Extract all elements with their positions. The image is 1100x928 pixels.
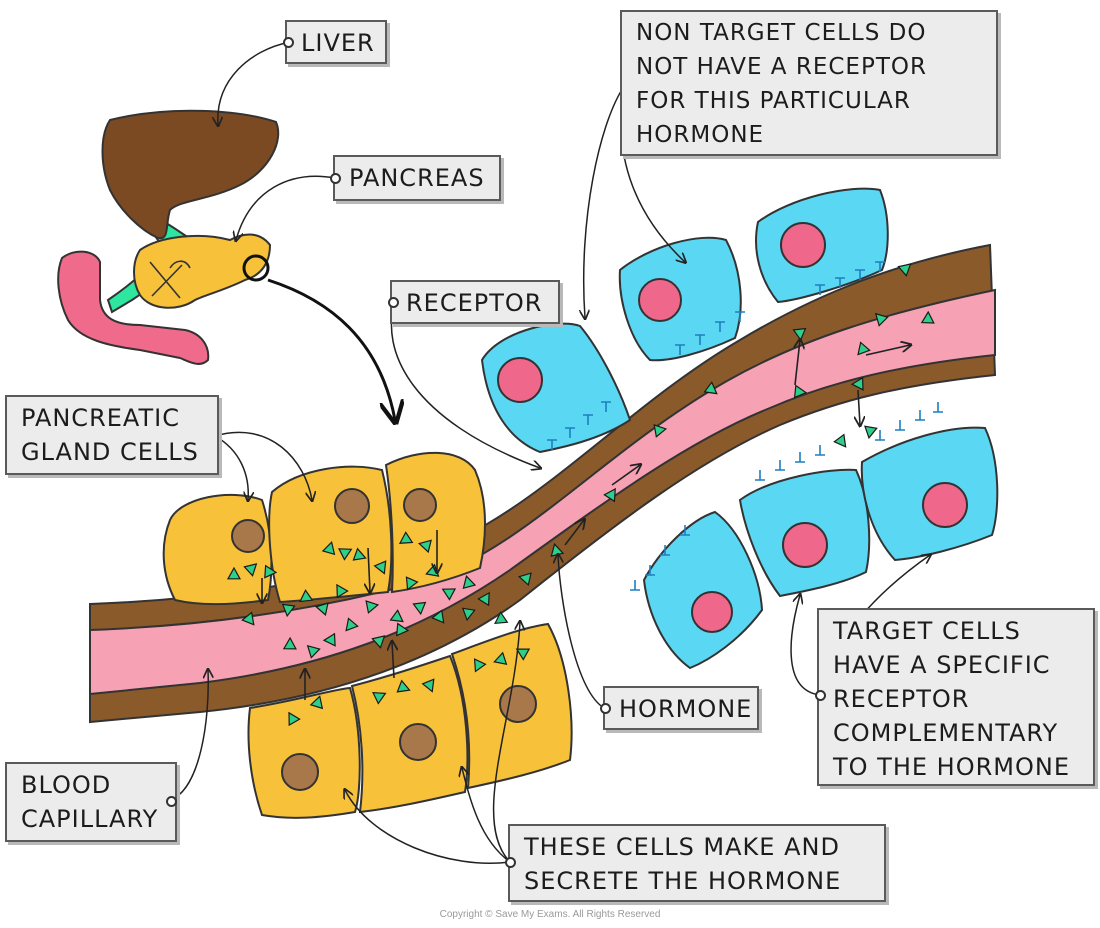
label-pancreas: PANCREAS [333, 155, 501, 201]
hormone-molecule [494, 611, 509, 625]
hormone-molecule [920, 310, 935, 324]
hormone-molecule [282, 636, 297, 650]
hormone-molecule [226, 566, 242, 580]
hormone-movement-arrows [262, 340, 910, 700]
hormone-molecule [264, 564, 278, 579]
hormone-molecule [396, 622, 410, 637]
hormone-molecule [603, 487, 616, 503]
hormone-molecule [793, 384, 808, 399]
hormone-molecule [462, 575, 477, 590]
hormone-molecule [398, 531, 414, 544]
hormone-molecule [517, 572, 532, 587]
hormone-molecule [365, 600, 380, 614]
hormone-molecule [897, 263, 912, 277]
pancreas [133, 233, 272, 309]
label-receptor: RECEPTOR [390, 280, 560, 324]
hormone-molecule [461, 607, 476, 622]
hormone-molecule [833, 433, 847, 448]
label-liver-pin [283, 37, 294, 48]
hormone-molecule [338, 548, 353, 561]
label-pancreas-pin [330, 173, 341, 184]
hormone-molecule [703, 381, 718, 395]
hormone-molecule [441, 588, 457, 601]
hormone-molecule [336, 583, 349, 599]
gland-cells-top [162, 451, 486, 606]
label-pancreatic-gland-cells: PANCREATIC GLAND CELLS [5, 395, 219, 475]
hormone-molecule [431, 609, 445, 624]
hormone-molecule [243, 563, 258, 577]
hormone-molecule [306, 644, 321, 659]
hormone-molecule [473, 658, 487, 673]
label-these-cells: THESE CELLS MAKE AND SECRETE THE HORMONE [508, 824, 886, 902]
hormone-molecule [345, 617, 359, 632]
hormone-molecule [389, 609, 404, 623]
label-target-cells: TARGET CELLS HAVE A SPECIFIC RECEPTOR CO… [817, 608, 1095, 786]
label-hormone: HORMONE [603, 686, 759, 730]
hormone-molecule [373, 560, 387, 575]
label-blood-capillary-pin [166, 796, 177, 807]
label-target-cells-pin [815, 690, 826, 701]
magnify-circle [242, 254, 270, 282]
organ-group [57, 109, 395, 420]
hormone-molecule [850, 376, 864, 391]
target-cells-bottom [642, 426, 999, 670]
label-receptor-pin [388, 297, 399, 308]
hormone-molecule [372, 692, 387, 705]
hormone-molecule [241, 611, 255, 626]
hormone-molecule [792, 327, 807, 342]
liver [101, 109, 280, 240]
label-hormone-pin [600, 703, 611, 714]
hormone-molecule [314, 602, 329, 616]
label-blood-capillary: BLOOD CAPILLARY [5, 762, 177, 842]
hormone-molecule [396, 679, 411, 693]
zoom-arrow [267, 278, 395, 420]
hormone-molecules [226, 263, 935, 727]
target-cells-top [480, 187, 889, 454]
hormone-molecule [874, 312, 889, 327]
copyright-notice: Copyright © Save My Exams. All Rights Re… [439, 909, 661, 920]
receptors [547, 261, 943, 591]
label-liver: LIVER [285, 20, 387, 64]
hormone-molecule [515, 648, 531, 661]
hormone-molecule [371, 635, 386, 649]
hormone-molecule [493, 651, 508, 666]
hormone-molecule [299, 589, 314, 603]
hormone-molecule [322, 632, 336, 647]
hormone-molecule [864, 425, 878, 440]
hormone-molecule [352, 547, 367, 561]
hormone-molecule [857, 341, 871, 356]
hormone-molecule [405, 576, 419, 591]
hormone-molecule [321, 541, 336, 556]
duodenum [57, 250, 210, 365]
hormone-molecule [281, 603, 296, 618]
hormone-molecule [417, 539, 432, 554]
hormone-molecule [477, 591, 490, 607]
hormone-molecule [412, 601, 427, 616]
hormone-molecule [653, 424, 668, 438]
hormone-molecule [309, 695, 324, 710]
label-non-target-cells: NON TARGET CELLS DO NOT HAVE A RECEPTOR … [620, 10, 998, 156]
hormone-molecule [421, 678, 435, 693]
label-these-cells-pin [505, 857, 516, 868]
hormone-molecule [288, 711, 301, 727]
